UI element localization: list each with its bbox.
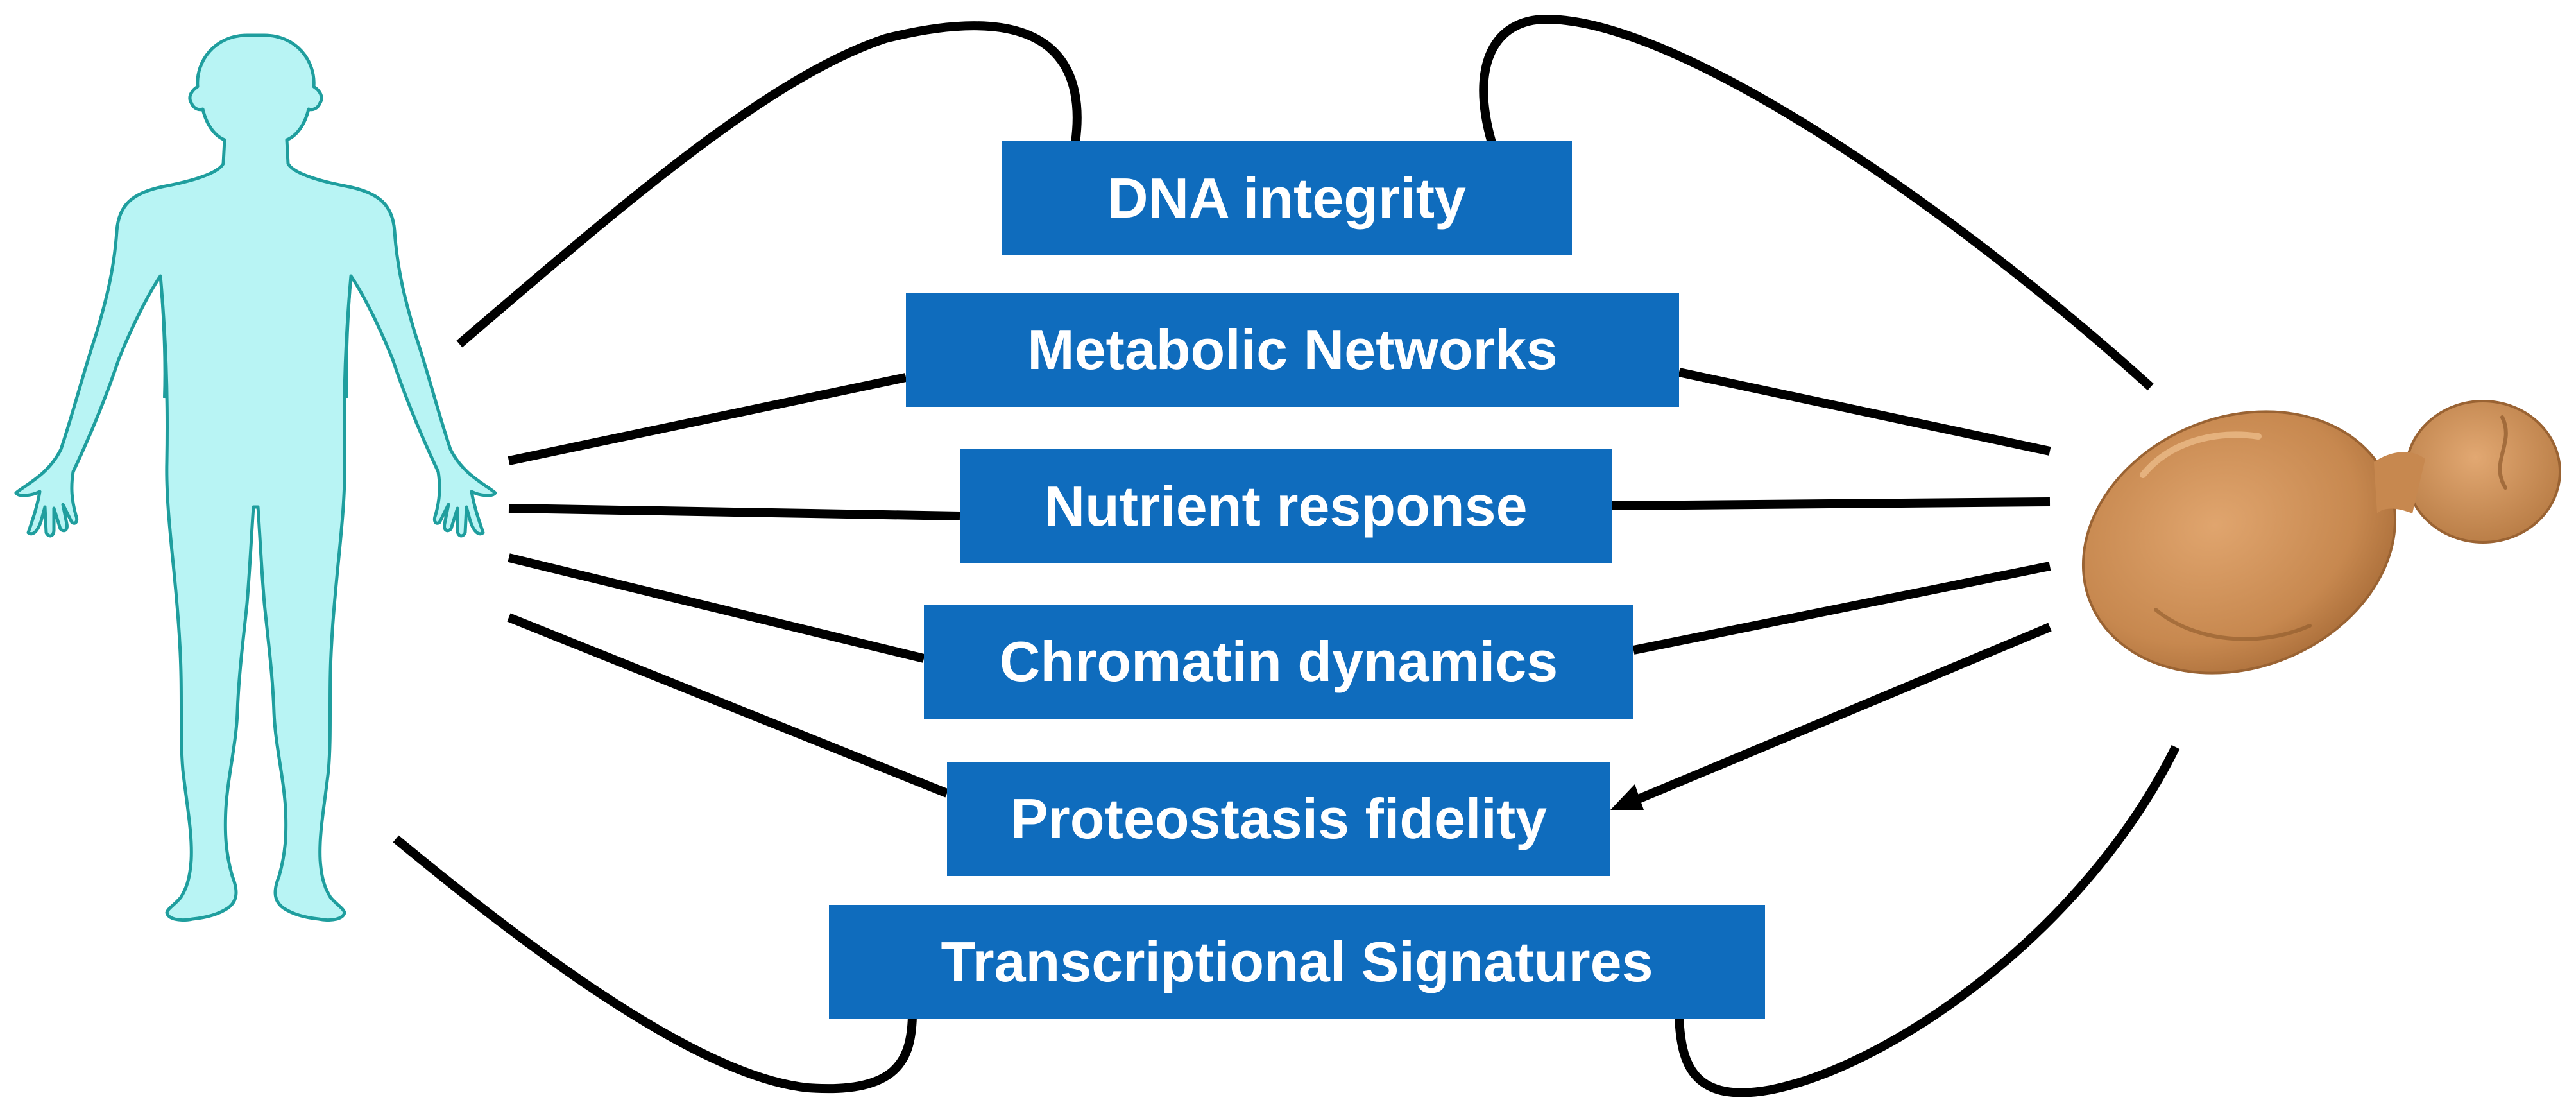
connector-proteostasis-right bbox=[1630, 623, 2052, 806]
box-metabolic-networks: Metabolic Networks bbox=[906, 293, 1679, 407]
yeast-cell-icon bbox=[2081, 400, 2561, 675]
box-proteostasis-fidelity: Proteostasis fidelity bbox=[947, 762, 1610, 876]
connector-dna-left bbox=[456, 21, 1082, 348]
connector-transcriptional-right bbox=[1675, 744, 2180, 1097]
box-chromatin-dynamics: Chromatin dynamics bbox=[924, 605, 1633, 719]
connector-metabolic-right bbox=[1678, 368, 2051, 456]
arrow-head bbox=[1610, 784, 1644, 810]
connector-transcriptional-left bbox=[393, 835, 917, 1094]
connector-proteostasis-left bbox=[507, 613, 949, 798]
connector-dna-right bbox=[1479, 14, 2154, 391]
connector-chromatin-left bbox=[508, 553, 925, 663]
connector-chromatin-right bbox=[1632, 562, 2051, 655]
box-dna-integrity: DNA integrity bbox=[1002, 141, 1572, 255]
box-nutrient-response: Nutrient response bbox=[960, 449, 1612, 563]
human-figure-icon bbox=[14, 33, 497, 922]
connector-metabolic-left bbox=[508, 373, 907, 465]
connector-nutrient-left bbox=[508, 504, 960, 520]
box-transcriptional-signatures: Transcriptional Signatures bbox=[829, 905, 1765, 1019]
connector-nutrient-right bbox=[1611, 497, 2051, 510]
